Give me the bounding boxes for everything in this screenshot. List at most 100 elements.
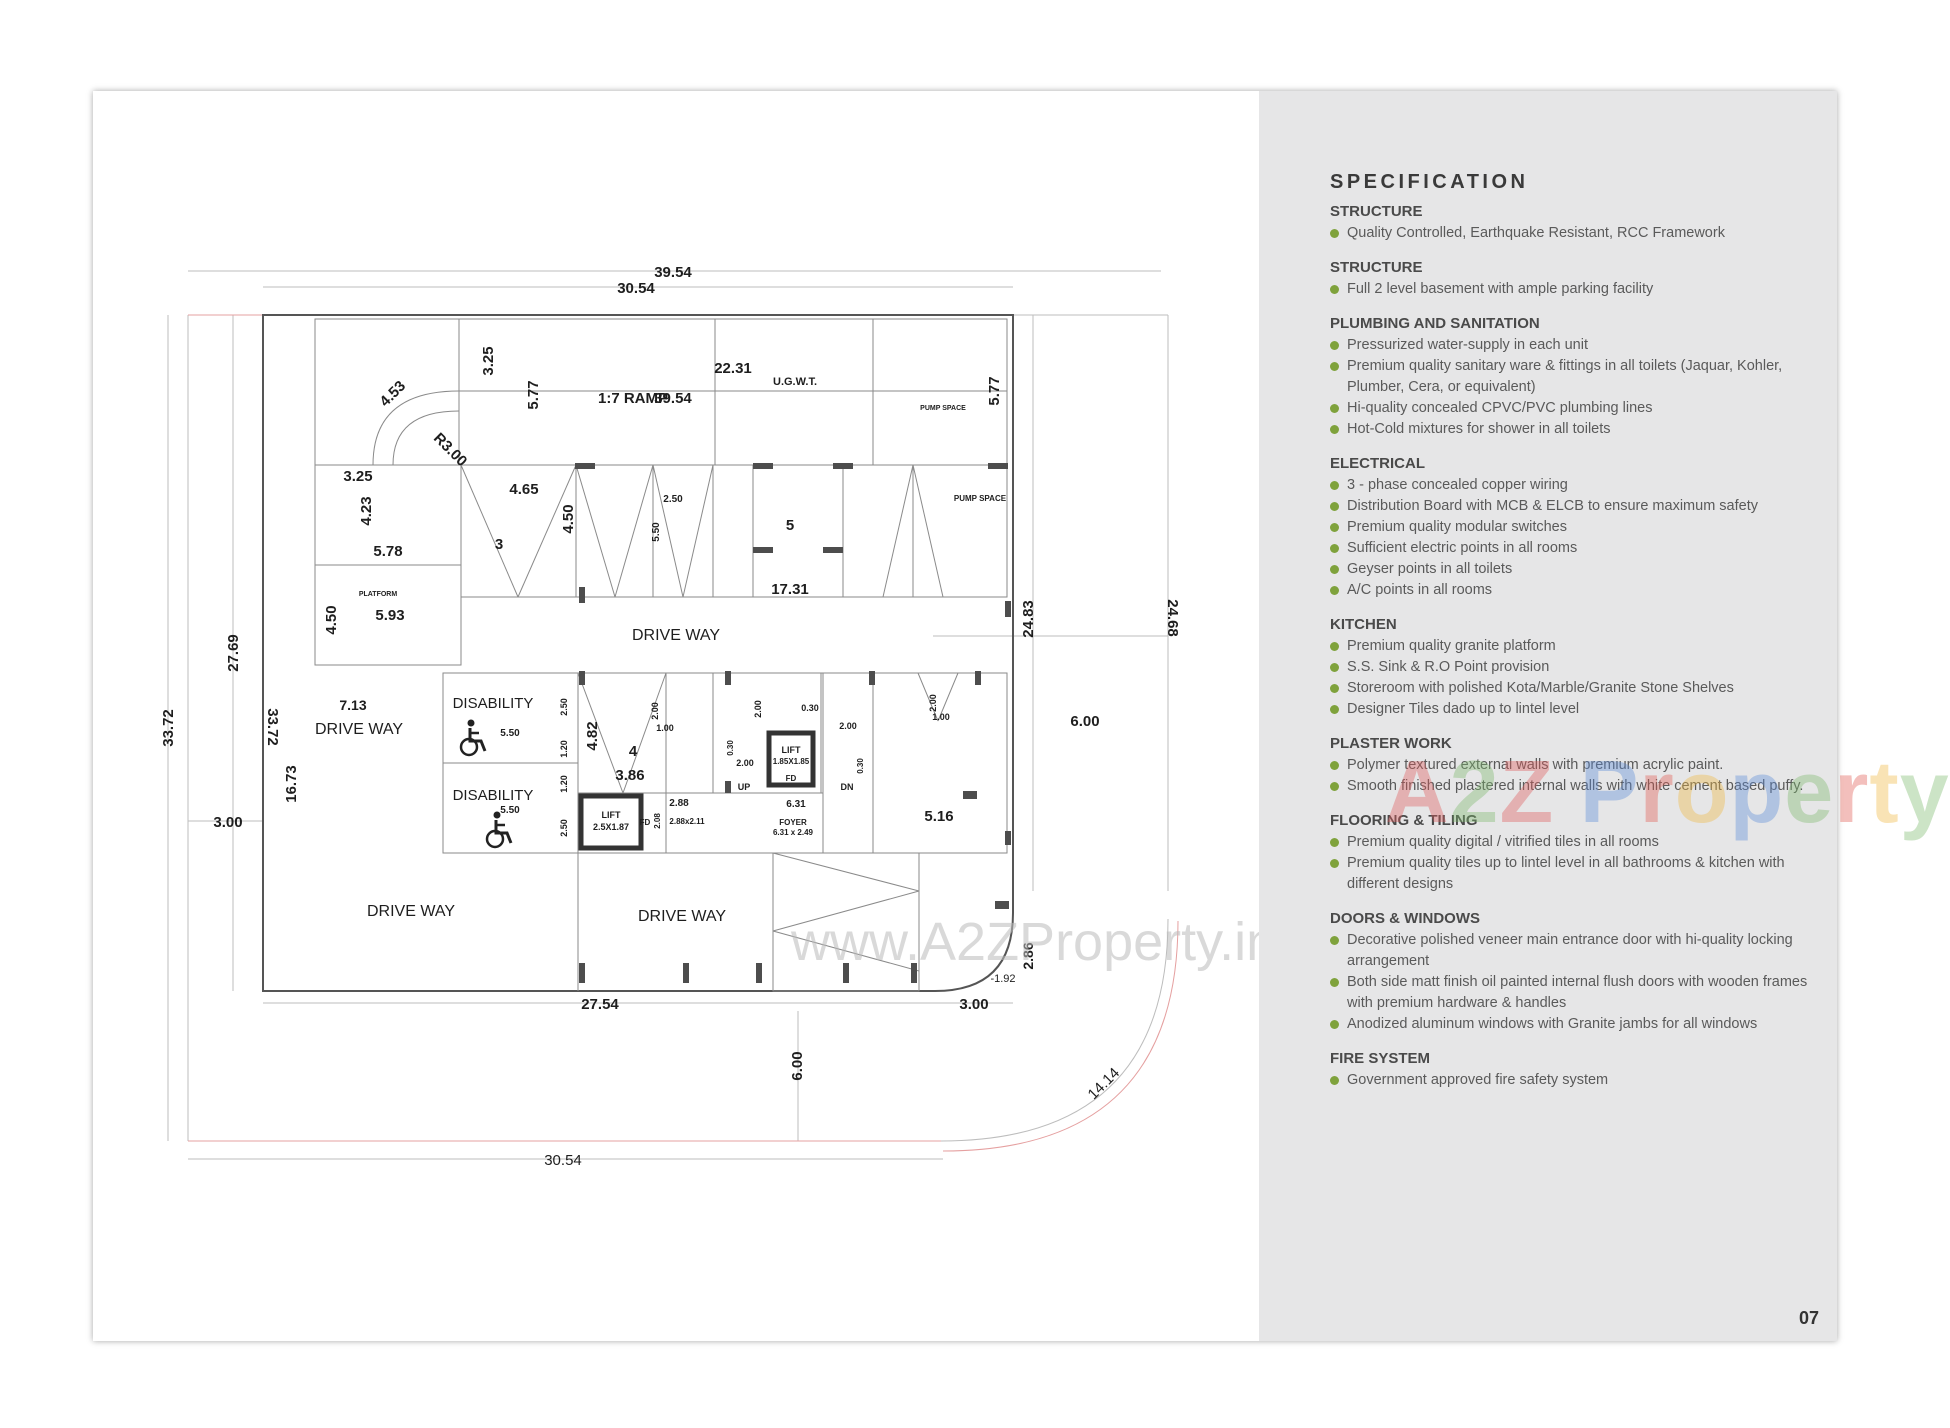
bullet-icon bbox=[1330, 1020, 1339, 1029]
page-number: 07 bbox=[1798, 1308, 1819, 1328]
bullet-icon bbox=[1330, 425, 1339, 434]
spec-item-text: Anodized aluminum windows with Granite j… bbox=[1347, 1016, 1758, 1032]
spec-item: Quality Controlled, Earthquake Resistant… bbox=[1330, 223, 1810, 244]
bullet-icon bbox=[1330, 404, 1339, 413]
bullet-icon bbox=[1330, 978, 1339, 987]
dim-bottom-1: 27.54 bbox=[581, 996, 619, 1013]
lift-2-label: LIFT bbox=[782, 745, 801, 755]
dim-right-offset: 6.00 bbox=[1070, 713, 1099, 730]
dim-top-overall: 39.54 bbox=[654, 264, 692, 281]
bay-5-number: 5 bbox=[786, 517, 794, 534]
lift-1-dim-1: 2.08 bbox=[653, 813, 662, 829]
floor-plan: 39.54 30.54 33.72 27.69 33.72 16.73 3.00… bbox=[93, 91, 1276, 1341]
pump-space-1: PUMP SPACE bbox=[920, 405, 966, 412]
dim-left-2: 33.72 bbox=[264, 708, 281, 746]
spec-heading: PLUMBING AND SANITATION bbox=[1330, 315, 1540, 332]
dim-arc: 14.14 bbox=[1085, 1065, 1124, 1104]
spec-item: A/C points in all rooms bbox=[1330, 580, 1810, 601]
spec-item-text: Distribution Board with MCB & ELCB to en… bbox=[1347, 498, 1758, 514]
bullet-icon bbox=[1330, 642, 1339, 651]
right-dim-3: 5.16 bbox=[924, 808, 953, 825]
spec-item: Storeroom with polished Kota/Marble/Gran… bbox=[1330, 678, 1810, 699]
spec-heading: STRUCTURE bbox=[1330, 259, 1423, 276]
spec-item: Anodized aluminum windows with Granite j… bbox=[1330, 1014, 1810, 1035]
bullet-icon bbox=[1330, 761, 1339, 770]
spec-item: Hi-quality concealed CPVC/PVC plumbing l… bbox=[1330, 398, 1810, 419]
lift-1-fd: FD bbox=[640, 818, 651, 827]
disability-h-3: 1.20 bbox=[559, 775, 569, 793]
right-dim-2: 1.00 bbox=[932, 712, 950, 722]
bullet-icon bbox=[1330, 586, 1339, 595]
ramp-dim-3: 22.31 bbox=[714, 360, 752, 377]
wheelchair-icon bbox=[459, 719, 487, 757]
disability-dim-2: 5.50 bbox=[500, 805, 520, 816]
disability-label-2: DISABILITY bbox=[453, 787, 534, 804]
spec-item-text: Premium quality sanitary ware & fittings… bbox=[1347, 358, 1783, 395]
disability-dim-1: 5.50 bbox=[500, 728, 520, 739]
platform-width: 5.93 bbox=[375, 607, 404, 624]
driveway-label-3: DRIVE WAY bbox=[367, 903, 455, 920]
spec-item-text: Government approved fire safety system bbox=[1347, 1072, 1609, 1088]
foyer-label: FOYER bbox=[779, 818, 807, 827]
spec-item: Full 2 level basement with ample parking… bbox=[1330, 279, 1810, 300]
bullet-icon bbox=[1330, 341, 1339, 350]
spec-item: Distribution Board with MCB & ELCB to en… bbox=[1330, 496, 1810, 517]
left-dim-2: 4.23 bbox=[358, 496, 375, 525]
bullet-icon bbox=[1330, 684, 1339, 693]
stair-dim-2: 0.30 bbox=[801, 703, 819, 713]
floor-plan-drawing: 39.54 30.54 33.72 27.69 33.72 16.73 3.00… bbox=[160, 264, 1181, 1169]
lift-1-dim-2: 2.88 bbox=[669, 798, 689, 809]
spec-item-text: Quality Controlled, Earthquake Resistant… bbox=[1347, 225, 1725, 241]
spec-item-text: Storeroom with polished Kota/Marble/Gran… bbox=[1347, 680, 1734, 696]
bay-5-length: 17.31 bbox=[771, 581, 809, 598]
bay-4-width: 3.86 bbox=[615, 767, 644, 784]
spec-item-text: Hot-Cold mixtures for shower in all toil… bbox=[1347, 421, 1611, 437]
disability-h-2: 1.20 bbox=[559, 740, 569, 758]
lift-1-label: LIFT bbox=[602, 810, 621, 820]
spec-item: Hot-Cold mixtures for shower in all toil… bbox=[1330, 419, 1810, 440]
spec-item: Geyser points in all toilets bbox=[1330, 559, 1810, 580]
dim-left-inner: 27.69 bbox=[225, 634, 242, 672]
bay-5-depth: 5.50 bbox=[651, 522, 662, 542]
lift-2-size: 1.85X1.85 bbox=[773, 757, 810, 766]
dim-bottom-2: 3.00 bbox=[959, 996, 988, 1013]
wheelchair-icon bbox=[485, 811, 513, 849]
spec-item: Premium quality tiles up to lintel level… bbox=[1330, 853, 1810, 895]
spec-item-text: S.S. Sink & R.O Point provision bbox=[1347, 659, 1550, 675]
spec-item: Premium quality modular switches bbox=[1330, 517, 1810, 538]
spec-heading: FLOORING & TILING bbox=[1330, 812, 1478, 829]
dim-corner-1: 2.86 bbox=[1020, 942, 1036, 969]
spec-heading: ELECTRICAL bbox=[1330, 455, 1425, 472]
bay-4-number: 4 bbox=[629, 743, 638, 760]
spec-item-text: Smooth finished plastered internal walls… bbox=[1347, 778, 1804, 794]
lift-1-dim-3: 2.88x2.11 bbox=[669, 817, 705, 826]
stair-dim-3: 2.00 bbox=[839, 721, 857, 731]
dim-bottom-3: 30.54 bbox=[544, 1152, 582, 1169]
spec-item: 3 - phase concealed copper wiring bbox=[1330, 475, 1810, 496]
left-dim-3: 5.78 bbox=[373, 543, 402, 560]
bullet-icon bbox=[1330, 362, 1339, 371]
spec-item: Smooth finished plastered internal walls… bbox=[1330, 776, 1810, 797]
bullet-icon bbox=[1330, 523, 1339, 532]
bay-4-dim-1: 2.00 bbox=[650, 702, 660, 720]
spec-heading: FIRE SYSTEM bbox=[1330, 1050, 1431, 1067]
spec-heading: STRUCTURE bbox=[1330, 203, 1423, 220]
ramp-length: 39.54 bbox=[654, 390, 692, 407]
driveway-label-1: DRIVE WAY bbox=[632, 627, 720, 644]
spec-item: Designer Tiles dado up to lintel level bbox=[1330, 699, 1810, 720]
driveway-label-4: DRIVE WAY bbox=[638, 908, 726, 925]
bullet-icon bbox=[1330, 936, 1339, 945]
stair-dim-1: 2.00 bbox=[753, 700, 763, 718]
disability-label-1: DISABILITY bbox=[453, 695, 534, 712]
ramp-label: 1:7 RAMP bbox=[598, 390, 668, 407]
lift-2-fd: FD bbox=[786, 774, 797, 783]
spec-heading: PLASTER WORK bbox=[1330, 735, 1452, 752]
stair-dn: DN bbox=[841, 782, 854, 792]
ugwt-label: U.G.W.T. bbox=[773, 376, 817, 388]
bullet-icon bbox=[1330, 285, 1339, 294]
platform-label: PLATFORM bbox=[359, 591, 398, 598]
bay-4-dim-2: 1.00 bbox=[656, 723, 674, 733]
